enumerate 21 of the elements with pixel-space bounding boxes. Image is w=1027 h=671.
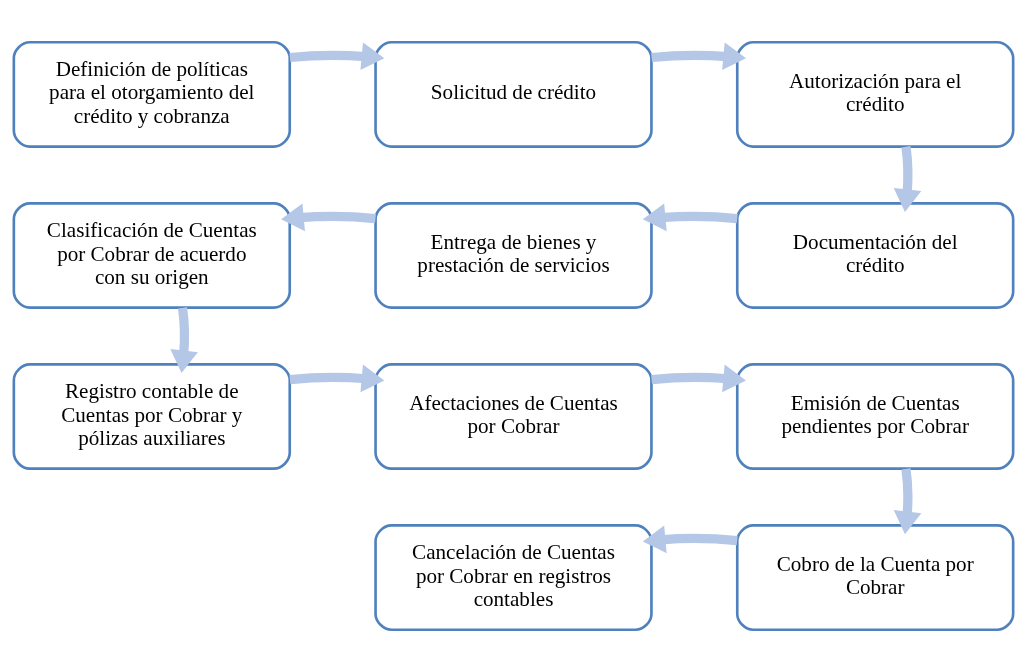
node-box: Solicitud de crédito (374, 40, 653, 148)
node-box: Entrega de bienes y prestación de servicios (374, 201, 653, 309)
arrow (893, 467, 922, 534)
arrow (642, 525, 738, 553)
node-box: Afectaciones de Cuentas por Cobrar (374, 362, 653, 470)
node-box: Definición de políticas para el otorgamiento del crédito y cobranza (12, 40, 292, 148)
node-box: Registro contable de Cuentas por Cobrar y pólizas auxiliares (12, 362, 292, 470)
arrow (281, 202, 376, 231)
node-box: Documentación del crédito (735, 201, 1015, 309)
arrow (893, 145, 922, 212)
node-box: Cobro de la Cuenta por Cobrar (735, 523, 1015, 631)
arrow (289, 364, 385, 392)
arrow (651, 364, 746, 392)
node-box: Clasificación de Cuentas por Cobrar de acuerdo con su origen (12, 201, 292, 309)
arrow (170, 306, 198, 373)
arrow (642, 202, 738, 231)
node-box: Emisión de Cuentas pendientes por Cobrar (735, 362, 1015, 470)
arrow (289, 41, 385, 70)
node-box: Cancelación de Cuentas por Cobrar en registros contables (374, 523, 653, 631)
arrow (651, 41, 746, 70)
node-box: Autorización para el crédito (735, 40, 1015, 148)
